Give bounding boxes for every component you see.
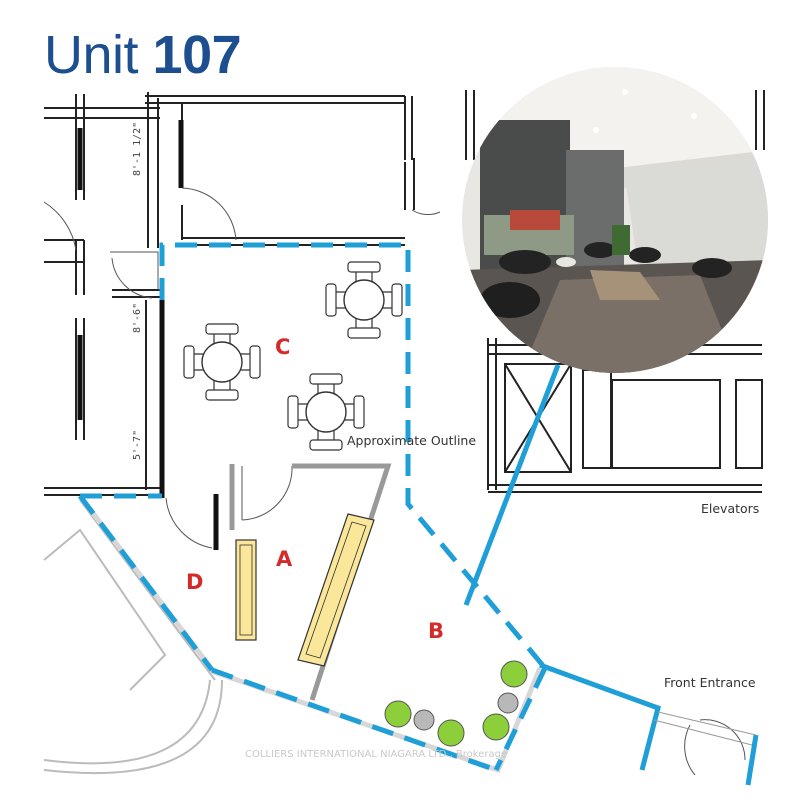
- dimension-3: 5'-7": [132, 430, 143, 460]
- solid-walls: [77, 120, 219, 550]
- planters: [384, 660, 528, 747]
- door-swings: [43, 187, 746, 776]
- counter-left: [235, 539, 257, 641]
- elevators-label: Elevators: [701, 501, 759, 516]
- planter-icon: [437, 719, 465, 747]
- planter-icon: [500, 660, 528, 688]
- zone-label-d: D: [186, 570, 203, 594]
- zone-label-b: B: [428, 619, 444, 643]
- dimension-2: 8'-6": [132, 303, 143, 333]
- approximate-outline-label: Approximate Outline: [347, 433, 476, 448]
- counter-right: [297, 513, 375, 667]
- planter-icon: [482, 713, 510, 741]
- planter-icon: [497, 692, 519, 714]
- watermark: COLLIERS INTERNATIONAL NIAGARA LTD., Bro…: [245, 749, 507, 760]
- page-title: Unit 107: [44, 24, 242, 86]
- front-entrance-label: Front Entrance: [664, 675, 756, 690]
- front-entrance-glass: [653, 711, 757, 746]
- zone-label-a: A: [276, 547, 293, 571]
- front-entrance-walls: [463, 364, 759, 786]
- table-set-2: [183, 323, 261, 401]
- unit-number: 107: [152, 25, 242, 85]
- approximate-outline: [78, 242, 548, 773]
- zone-label-c: C: [275, 335, 290, 359]
- title-prefix: Unit: [44, 25, 139, 85]
- planter-icon: [384, 700, 412, 728]
- table-set-1: [325, 261, 403, 339]
- planter-icon: [413, 709, 435, 731]
- dimension-1: 8'-1 1/2": [132, 122, 143, 176]
- lobby-photo-circle: [462, 67, 768, 373]
- curved-walls: [43, 499, 223, 775]
